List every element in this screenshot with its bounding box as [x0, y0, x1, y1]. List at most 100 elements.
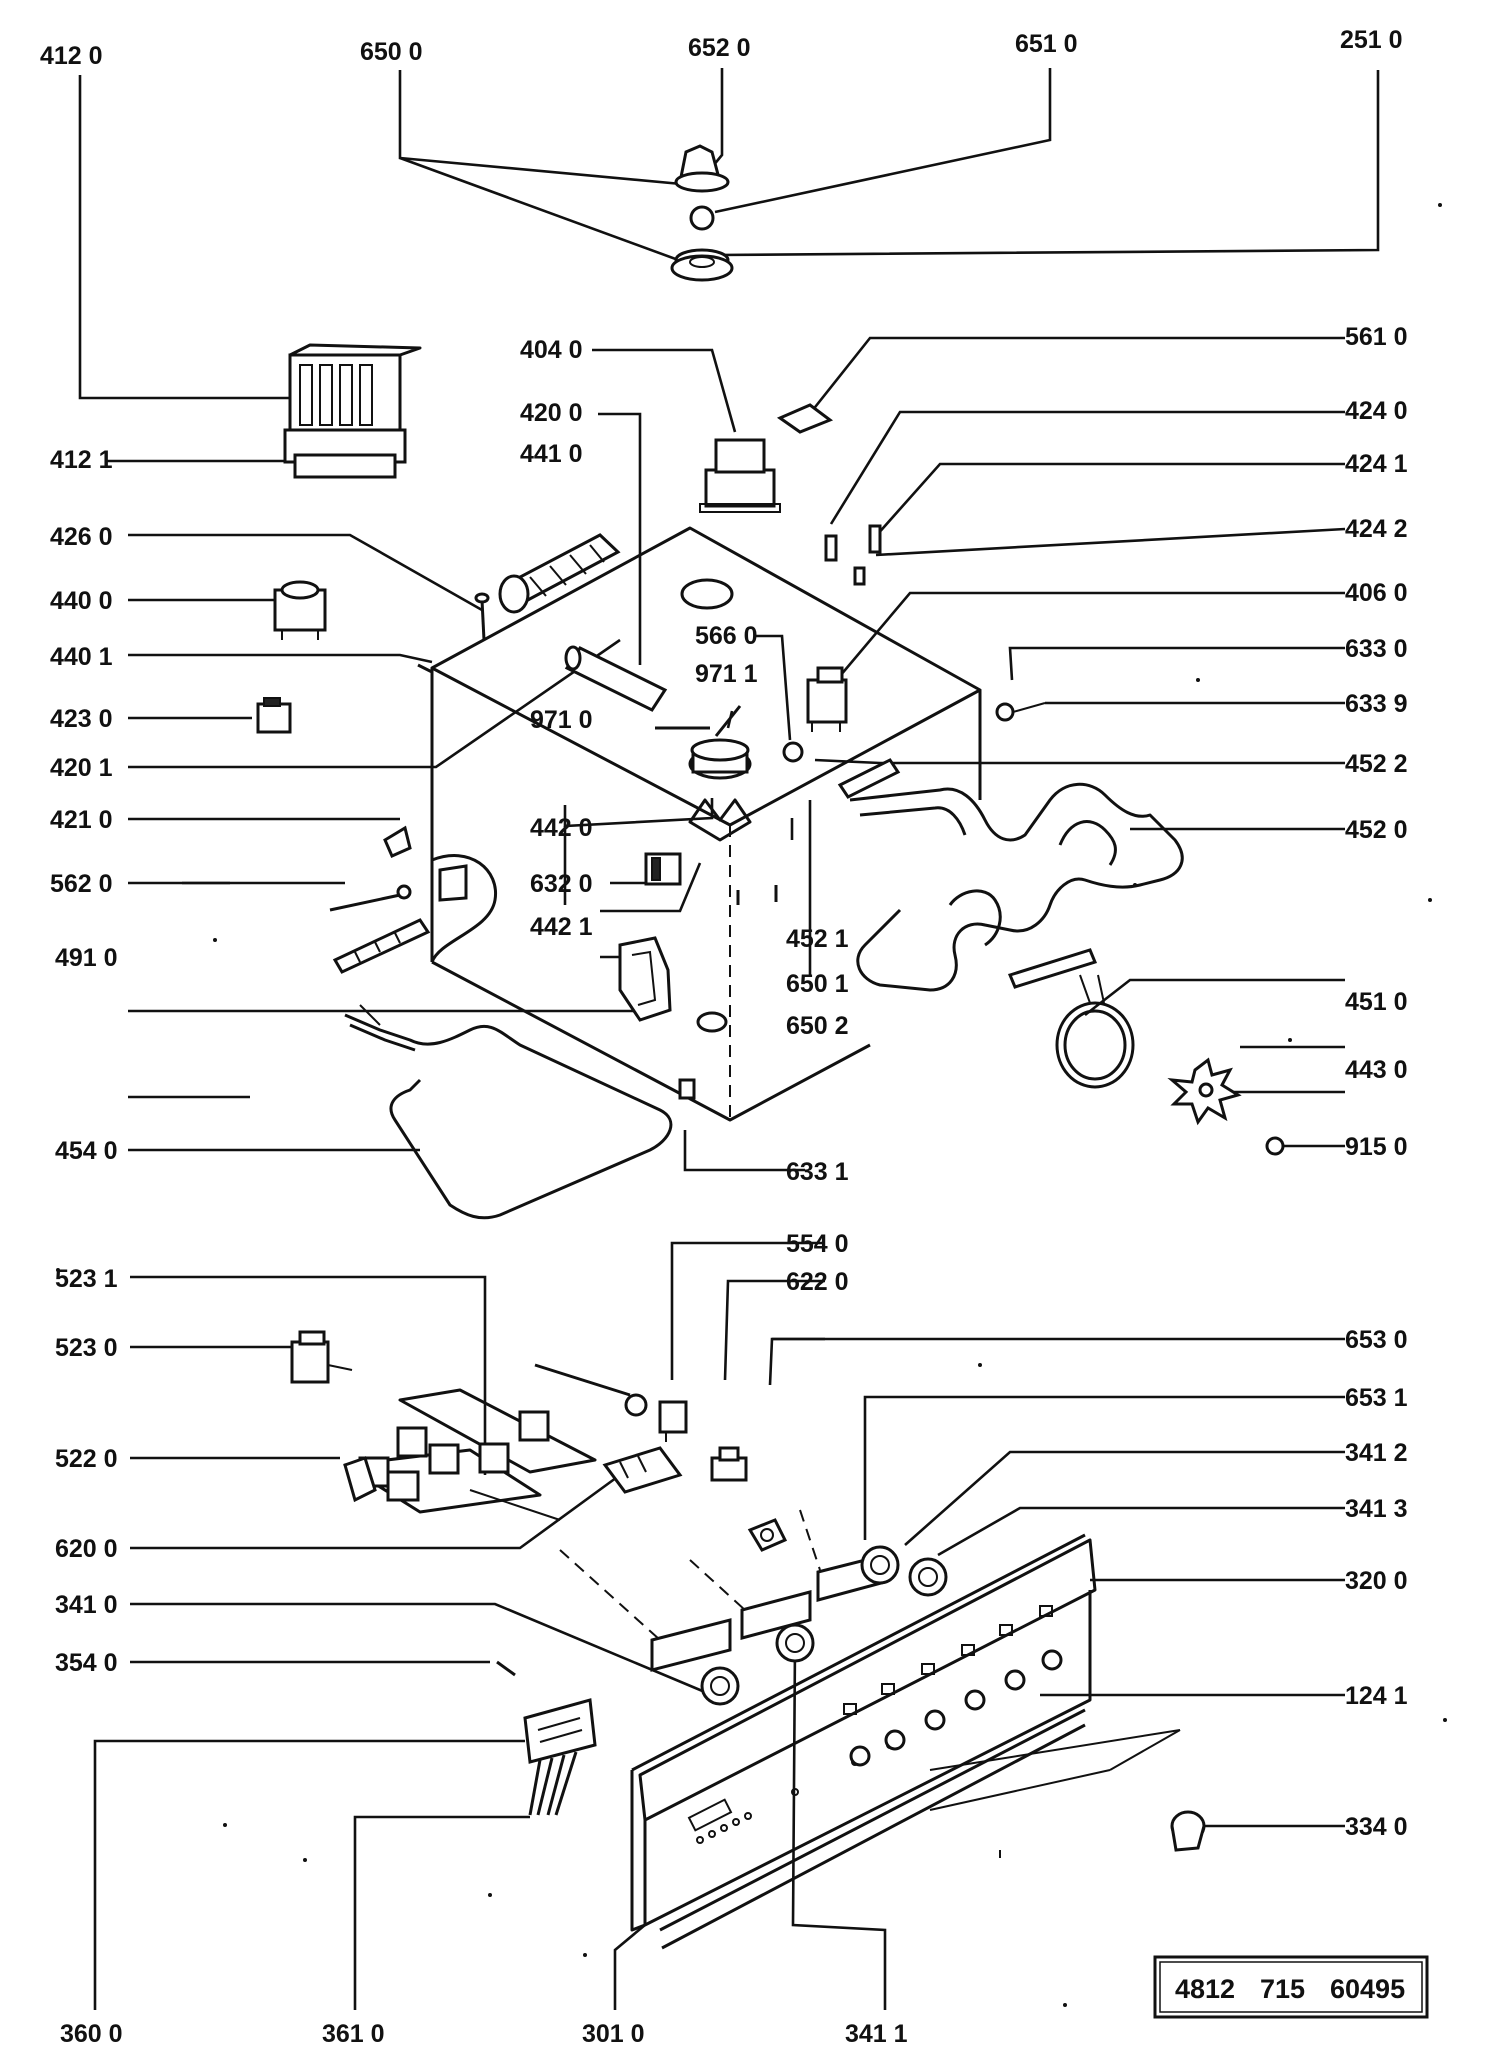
label-341-0: 341 0: [55, 1591, 118, 1619]
thermostat-part: [699, 438, 781, 513]
wire-5620: [329, 884, 412, 912]
screw-3540: [496, 1660, 516, 1677]
fan-blade-4430: [1167, 1057, 1242, 1126]
relay-board-group: [343, 1388, 597, 1521]
pins-part: [824, 524, 882, 586]
label-251-0: 251 0: [1340, 26, 1403, 54]
label-412-0: 412 0: [40, 42, 103, 70]
label-442-1: 442 1: [530, 913, 593, 941]
motor-part: [273, 580, 327, 640]
label-554-0: 554 0: [786, 1230, 849, 1258]
label-522-0: 522 0: [55, 1445, 118, 1473]
label-452-1: 452 1: [786, 925, 849, 953]
part-6220: [710, 1446, 748, 1482]
knob-cap-part: [670, 144, 734, 282]
probe-9711: [714, 705, 742, 737]
label-915-0: 915 0: [1345, 1133, 1408, 1161]
label-971-0: 971 0: [530, 706, 593, 734]
label-443-0: 443 0: [1345, 1056, 1408, 1084]
label-423-0: 423 0: [50, 705, 113, 733]
label-341-3: 341 3: [1345, 1495, 1408, 1523]
part-6331: [678, 1078, 696, 1100]
bottom-element-4540: [344, 1004, 673, 1220]
label-354-0: 354 0: [55, 1649, 118, 1677]
nut-9150: [1265, 1136, 1285, 1156]
label-420-1: 420 1: [50, 754, 113, 782]
socket-near-5620: [438, 864, 468, 902]
label-341-1: 341 1: [845, 2020, 908, 2048]
doc-number-part-2: 715: [1260, 1974, 1305, 2004]
label-523-0: 523 0: [55, 1334, 118, 1362]
clip-6502: [696, 1011, 728, 1033]
label-441-0: 441 0: [520, 440, 583, 468]
label-452-0: 452 0: [1345, 816, 1408, 844]
terminal-block-4910: [332, 918, 431, 974]
label-320-0: 320 0: [1345, 1567, 1408, 1595]
label-633-9: 633 9: [1345, 690, 1408, 718]
label-451-0: 451 0: [1345, 988, 1408, 1016]
control-panel-3200: [630, 1533, 1181, 1950]
relay-block-part: [283, 343, 422, 479]
grill-element-4520: [849, 782, 1184, 992]
knob-cap-3340: [1170, 1810, 1206, 1852]
lamp-socket-part: [644, 852, 682, 886]
label-651-0: 651 0: [1015, 30, 1078, 58]
doc-number-part-3: 60495: [1330, 1974, 1405, 2004]
label-650-2: 650 2: [786, 1012, 849, 1040]
label-426-0: 426 0: [50, 523, 113, 551]
doc-number-part-1: 4812: [1175, 1974, 1235, 2004]
label-523-1: 523 1: [55, 1265, 118, 1293]
bracket-4522: [837, 758, 901, 799]
selector-5230: [290, 1330, 353, 1384]
lamp-tube-part: [564, 645, 668, 712]
label-424-2: 424 2: [1345, 515, 1408, 543]
label-404-0: 404 0: [520, 336, 583, 364]
screw-part: [474, 592, 490, 641]
label-491-0: 491 0: [55, 944, 118, 972]
label-406-0: 406 0: [1345, 579, 1408, 607]
lamp-cover-part: [776, 403, 834, 434]
switch-part: [256, 697, 292, 734]
label-454-0: 454 0: [55, 1137, 118, 1165]
pin-4401: [417, 663, 433, 674]
part-5540: [534, 1363, 688, 1442]
label-652-0: 652 0: [688, 34, 751, 62]
label-412-1: 412 1: [50, 446, 113, 474]
label-566-0: 566 0: [695, 622, 758, 650]
label-360-0: 360 0: [60, 2020, 123, 2048]
leader-lines-bottom: [93, 1241, 1345, 2010]
display-3600: [523, 1698, 597, 1816]
fan-motor-part: [688, 738, 752, 842]
label-334-0: 334 0: [1345, 1813, 1408, 1841]
label-971-1: 971 1: [695, 660, 758, 688]
circular-element-4510: [1055, 974, 1135, 1089]
oven-cavity-box: [430, 526, 982, 1122]
label-420-0: 420 0: [520, 399, 583, 427]
label-124-1: 124 1: [1345, 1682, 1408, 1710]
label-301-0: 301 0: [582, 2020, 645, 2048]
terminal-strip-6200: [602, 1446, 683, 1494]
relay-4060: [806, 666, 848, 732]
part-number-labels: 412 0 650 0 652 0 651 0 251 0 561 0 404 …: [40, 26, 1408, 2048]
label-424-0: 424 0: [1345, 397, 1408, 425]
sub-plates: [559, 1509, 887, 1672]
document-number-box: 4812 715 60495: [1153, 1955, 1429, 2019]
label-562-0: 562 0: [50, 870, 113, 898]
label-361-0: 361 0: [322, 2020, 385, 2048]
label-341-2: 341 2: [1345, 1439, 1408, 1467]
label-632-0: 632 0: [530, 870, 593, 898]
tangential-fan-part: [498, 533, 621, 614]
label-653-1: 653 1: [1345, 1384, 1408, 1412]
clip-6339: [995, 702, 1046, 722]
label-650-0: 650 0: [360, 38, 423, 66]
label-442-0: 442 0: [530, 814, 593, 842]
part-6530: [747, 1518, 788, 1552]
label-440-0: 440 0: [50, 587, 113, 615]
label-650-1: 650 1: [786, 970, 849, 998]
bracket-451: [1007, 948, 1098, 989]
label-424-1: 424 1: [1345, 450, 1408, 478]
scan-noise-dots: [56, 203, 1447, 2007]
part-4210: [383, 825, 412, 858]
label-653-0: 653 0: [1345, 1326, 1408, 1354]
